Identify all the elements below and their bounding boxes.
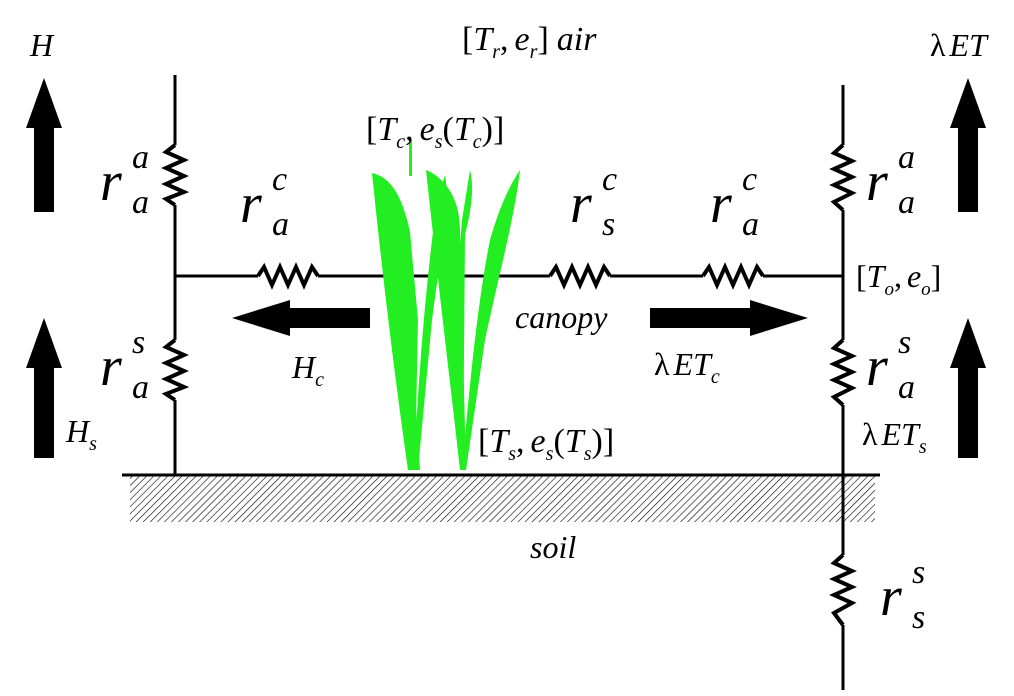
- up-arrow-icon-Hs: [26, 318, 62, 458]
- canopy-state-label: [Tc,es(Tc)]: [366, 111, 504, 153]
- resistor-label-rss: r s s: [880, 554, 925, 636]
- resistor-rss: [829, 553, 857, 627]
- svg-text:c: c: [602, 161, 617, 198]
- resistor-ras-left: [161, 338, 190, 402]
- resistor-rac-left: [256, 262, 320, 290]
- resistor-rsc: [548, 262, 612, 290]
- resistor-label-ras-left: r s a: [100, 324, 149, 406]
- svg-text:s: s: [912, 554, 925, 591]
- soil-hatch: [130, 475, 875, 522]
- Hc-label: Hc: [291, 349, 324, 391]
- air-state-label: [Tr,er]air: [462, 21, 597, 63]
- right-arrow-icon-lambdaETc: [650, 300, 808, 336]
- svg-text:r: r: [880, 566, 902, 628]
- resistor-raa-right: [829, 143, 857, 212]
- resistor-label-rac-right: r c a: [710, 161, 759, 243]
- circuit-wires: [122, 75, 880, 690]
- svg-text:r: r: [866, 336, 888, 398]
- svg-text:a: a: [742, 206, 759, 243]
- svg-text:a: a: [898, 369, 915, 406]
- svg-text:s: s: [898, 324, 911, 361]
- svg-text:r: r: [710, 173, 732, 235]
- soil-label: soil: [530, 529, 576, 565]
- resistor-label-rsc: r c s: [570, 161, 617, 243]
- svg-text:s: s: [912, 599, 925, 636]
- soil-state-label: [Ts,es(Ts)]: [478, 423, 614, 465]
- svg-text:a: a: [898, 139, 915, 176]
- Hs-label: Hs: [65, 413, 97, 455]
- svg-text:a: a: [132, 139, 149, 176]
- svg-text:r: r: [240, 173, 262, 235]
- svg-text:a: a: [272, 206, 289, 243]
- svg-text:r: r: [570, 173, 592, 235]
- canopy-label: canopy: [515, 299, 608, 335]
- svg-text:r: r: [100, 336, 122, 398]
- resistor-ras-right: [829, 338, 857, 407]
- up-arrow-icon-lambdaETs: [950, 318, 986, 458]
- svg-text:r: r: [866, 151, 888, 213]
- plant-icon: [372, 140, 520, 470]
- svg-text:c: c: [742, 161, 757, 198]
- resistor-label-raa-right: r a a: [866, 139, 915, 221]
- up-arrow-icon-lambdaET: [950, 78, 986, 212]
- resistor-label-raa-left: r a a: [100, 139, 149, 221]
- resistor-rac-right: [701, 262, 765, 290]
- svg-text:a: a: [132, 369, 149, 406]
- resistor-raa-left: [161, 143, 190, 207]
- svg-text:s: s: [602, 206, 615, 243]
- svg-text:c: c: [272, 161, 287, 198]
- svg-text:r: r: [100, 151, 122, 213]
- svg-text:a: a: [898, 184, 915, 221]
- resistor-label-rac-left: r c a: [240, 161, 289, 243]
- node-state-label: [To,eo]: [856, 258, 941, 300]
- left-arrow-icon-Hc: [232, 300, 370, 336]
- svg-text:a: a: [132, 184, 149, 221]
- svg-text:s: s: [132, 324, 145, 361]
- resistor-label-ras-right: r s a: [866, 324, 915, 406]
- H-label: H: [29, 27, 55, 63]
- up-arrow-icon-H: [26, 78, 62, 212]
